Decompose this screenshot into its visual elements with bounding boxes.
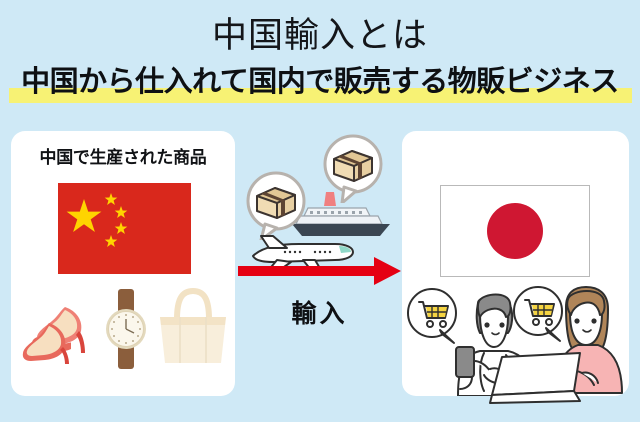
parcel-bubble-ship bbox=[323, 134, 383, 203]
tote-bag-illustration bbox=[160, 287, 226, 363]
right-card-japan-consumers bbox=[402, 131, 629, 404]
parcel-bubble-plane bbox=[246, 171, 306, 240]
left-card-heading: 中国で生産された商品 bbox=[39, 148, 207, 167]
laptop-illustration bbox=[489, 352, 581, 404]
subtitle-highlight-bar bbox=[9, 88, 632, 103]
import-label: 輸入 bbox=[291, 300, 348, 328]
high-heels-illustration bbox=[22, 307, 85, 364]
subtitle-block: 中国から仕入れて国内で販売する物販ビジネス bbox=[0, 62, 640, 104]
import-arrow bbox=[238, 256, 401, 286]
china-flag-stars bbox=[66, 193, 128, 247]
left-card-china-products: 中国で生産された商品 bbox=[11, 131, 235, 396]
page-title: 中国輸入とは bbox=[211, 16, 428, 55]
china-flag bbox=[58, 183, 191, 274]
japan-flag bbox=[440, 185, 590, 277]
cargo-ship-illustration bbox=[292, 192, 390, 236]
cart-bubble-left bbox=[407, 288, 457, 344]
wristwatch-illustration bbox=[106, 289, 146, 369]
page-subtitle: 中国から仕入れて国内で販売する物販ビジネス bbox=[21, 66, 619, 98]
japan-flag-sun bbox=[487, 203, 543, 259]
cart-bubble-right bbox=[513, 286, 563, 342]
